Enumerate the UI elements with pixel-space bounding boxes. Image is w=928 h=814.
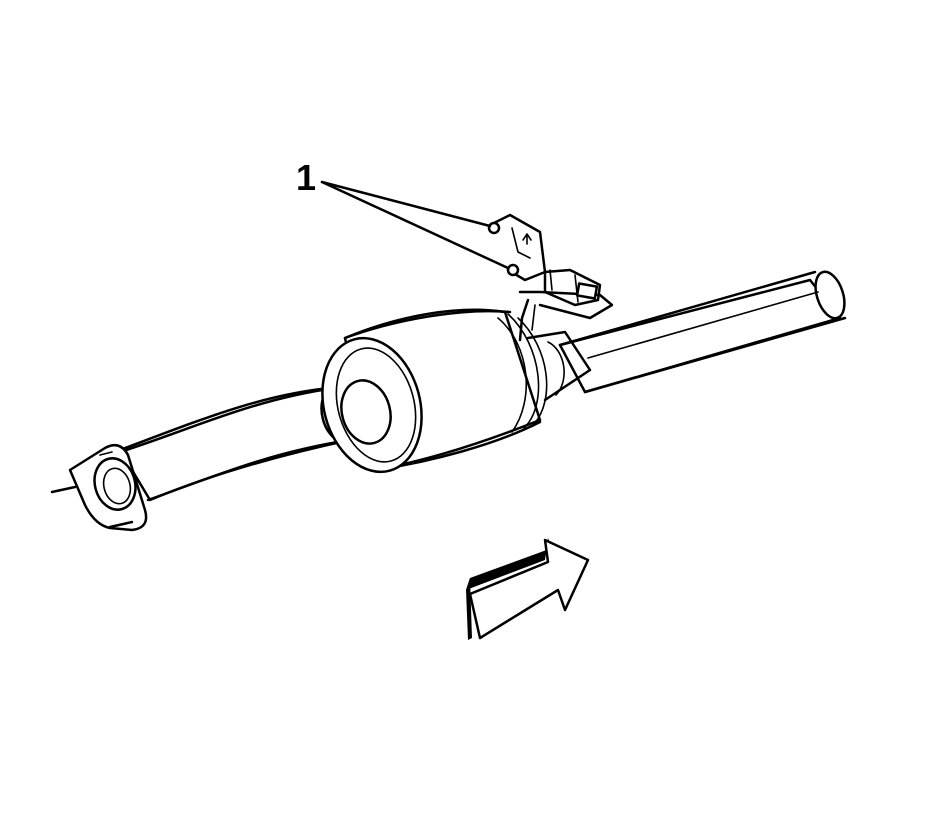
rear-exhaust-pipe xyxy=(558,270,847,394)
callout-leader-lines xyxy=(320,180,510,270)
forward-direction-arrow-icon xyxy=(466,538,590,640)
inlet-flange xyxy=(50,443,148,532)
front-exhaust-pipe xyxy=(118,386,352,502)
hanger-bracket xyxy=(487,213,614,342)
callout-1-label: 1 xyxy=(296,157,317,198)
catalytic-converter xyxy=(321,308,592,474)
